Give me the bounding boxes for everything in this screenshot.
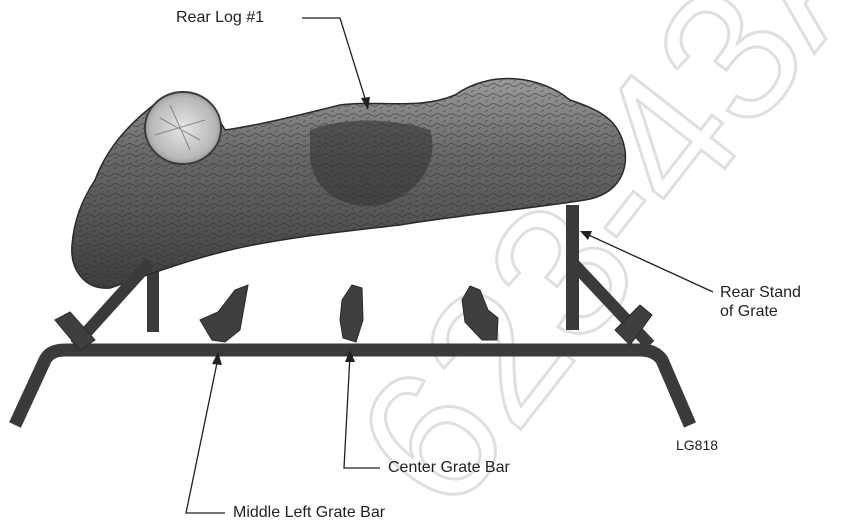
rear-stand-label-line2: of Grate [720, 302, 778, 321]
model-code: LG818 [676, 436, 718, 455]
middle-left-bar-leader [186, 358, 225, 513]
rear-log-leader [302, 18, 368, 108]
center-grate-bar-label: Center Grate Bar [388, 458, 510, 477]
rear-stand-label-line1: Rear Stand [720, 283, 801, 302]
rear-log-label: Rear Log #1 [176, 8, 264, 27]
middle-left-grate-bar [200, 285, 248, 342]
middle-left-grate-bar-label: Middle Left Grate Bar [233, 503, 385, 522]
center-grate-bar [340, 285, 363, 342]
